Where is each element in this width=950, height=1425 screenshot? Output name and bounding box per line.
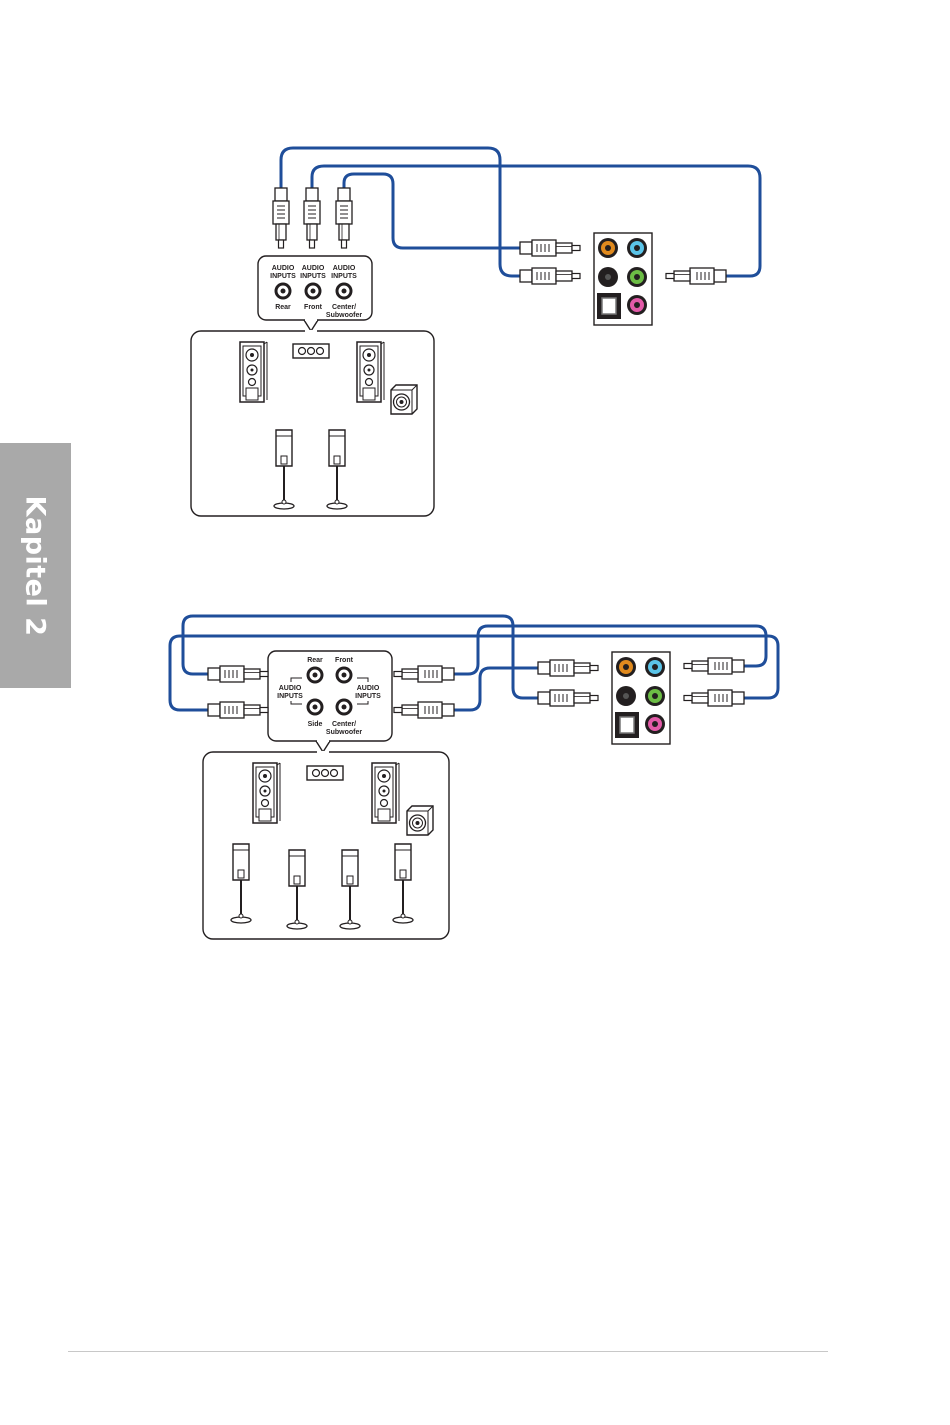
input-jack-rear [275,283,292,300]
input-jack-center-sub-8ch [336,699,353,716]
front-right-tower-speaker-8ch [372,763,399,823]
rca-plug-orange-jack-8ch [538,660,598,676]
channel-label-side-8ch: Side [308,721,323,728]
input-jack-center-sub [336,283,353,300]
rca-plug-center-sub-8ch [394,702,454,718]
channel-label-rear-8ch: Rear [307,657,323,664]
channel-label-rear: Rear [275,304,291,311]
rca-plug-black-jack [520,268,580,284]
rca-plug-side-8ch [208,702,268,718]
channel-label-front-8ch: Front [335,657,354,664]
rca-plug-black-jack-8ch [538,690,598,706]
input-jack-side-8ch [307,699,324,716]
channel-label-front: Front [304,304,323,311]
cable-center-sub [344,174,520,248]
cable-front [312,166,760,276]
front-right-tower-speaker [357,342,384,402]
rca-plug-orange-jack [520,240,580,256]
subwoofer [391,385,417,414]
rca-plug-center-sub [336,188,352,248]
rear-audio-panel [594,233,652,325]
speaker-set-box [191,331,434,516]
rca-plug-front [304,188,320,248]
rca-plug-rear [273,188,289,248]
rca-plug-rear-8ch [208,666,268,682]
center-speaker [293,344,329,358]
center-speaker-8ch [307,766,343,780]
rca-plug-green-jack-8ch [684,658,744,674]
rca-plug-front-8ch [394,666,454,682]
subwoofer-8ch [407,806,433,835]
input-jack-front [305,283,322,300]
input-jack-front-8ch [336,667,353,684]
rca-plug-grey-jack-8ch [684,690,744,706]
rear-audio-panel-8ch [612,652,670,744]
input-jack-rear-8ch [307,667,324,684]
rca-plug-green-jack [666,268,726,284]
front-left-tower-speaker-8ch [253,763,280,823]
front-left-tower-speaker [240,342,267,402]
